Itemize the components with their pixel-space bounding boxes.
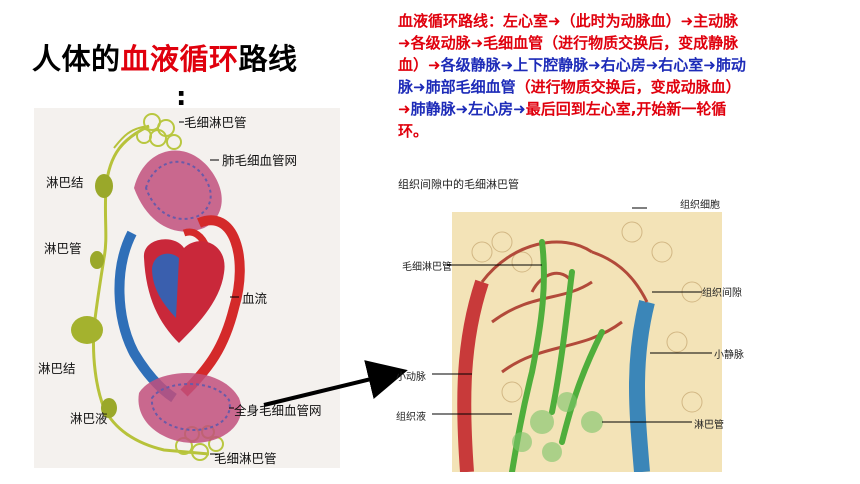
route-seg1: 血液循环路线：左心室➜（此时为动脉血）➜主动脉➜各级动脉➜毛细血管（进行物质交换… — [398, 12, 739, 74]
label-capillary-lymph-top: 毛细淋巴管 — [184, 115, 247, 130]
title-part2: 路线 — [238, 42, 298, 76]
route-seg4: 肺静脉➜左心房➜ — [410, 100, 526, 118]
connector-arrow — [263, 360, 408, 407]
title-highlight: 血液循环 — [120, 42, 239, 76]
label-capillary-lymph: 毛细淋巴管 — [402, 262, 452, 273]
title-part1: 人体的 — [32, 42, 121, 76]
label-lymph-vessel: 淋巴管 — [44, 241, 82, 256]
label-lymph-node-2: 淋巴结 — [38, 361, 76, 376]
label-capillary-lymph-bottom: 毛细淋巴管 — [214, 451, 277, 466]
label-lymph-vessel-right: 淋巴管 — [694, 420, 724, 431]
label-tissue-fluid: 组织液 — [396, 412, 426, 423]
right-figure-title: 组织间隙中的毛细淋巴管 — [398, 178, 519, 191]
label-tissue-space: 组织间隙 — [702, 288, 742, 299]
label-lymph-fluid: 淋巴液 — [70, 411, 108, 426]
tissue-lymph-diagram: 组织间隙中的毛细淋巴管 — [392, 172, 744, 472]
route-seg3: （进行物质交换后，变成动脉血）➜ — [398, 78, 741, 118]
page-title: 人体的血液循环路线 — [32, 36, 298, 78]
heart-lymph-illustration — [34, 108, 340, 468]
heart-lymph-diagram: 毛细淋巴管 肺毛细血管网 淋巴结 淋巴管 血流 淋巴结 淋巴液 全身毛细血管网 … — [34, 108, 340, 468]
label-tissue-cell: 组织细胞 — [680, 200, 720, 211]
label-lymph-node-1: 淋巴结 — [46, 175, 84, 190]
label-blood-flow: 血流 — [242, 291, 268, 306]
label-body-capillary: 全身毛细血管网 — [234, 403, 322, 418]
label-small-artery: 小动脉 — [396, 372, 426, 383]
tissue-illustration — [432, 207, 722, 472]
route-seg5: 最后回到左心室,开始新一轮循环。 — [398, 100, 727, 140]
circulation-route-text: 血液循环路线：左心室➜（此时为动脉血）➜主动脉➜各级动脉➜毛细血管（进行物质交换… — [398, 10, 748, 142]
route-seg2: 各级静脉➜上下腔静脉➜右心房➜右心室➜肺动脉➜肺部毛细血管 — [398, 56, 746, 96]
title-colon: : — [176, 82, 187, 112]
label-lung-capillary: 肺毛细血管网 — [222, 153, 298, 168]
label-small-vein: 小静脉 — [714, 350, 744, 361]
